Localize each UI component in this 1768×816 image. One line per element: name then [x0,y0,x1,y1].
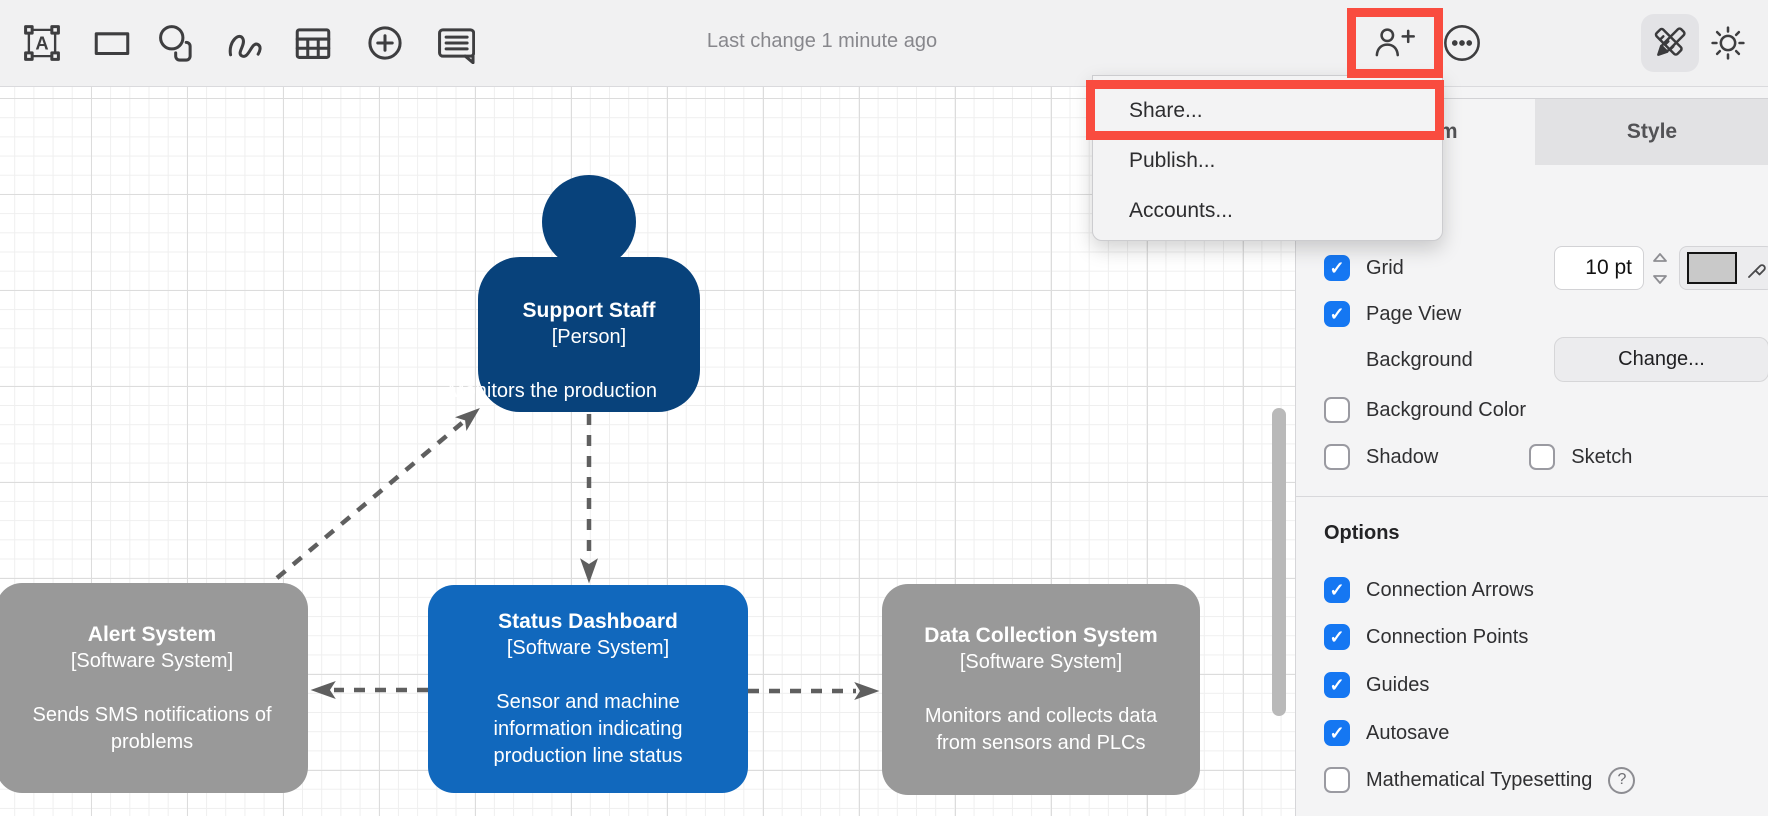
grid-row: Grid 10 pt [1324,246,1768,290]
node-type: [Person] [551,326,627,348]
guides-label: Guides [1366,673,1430,696]
connection-points-checkbox[interactable] [1324,624,1350,650]
format-panel: Diagram Style Grid 10 pt [1295,86,1768,816]
person-add-icon [1375,28,1415,57]
background-label: Background [1366,348,1473,371]
shadow-label: Shadow [1366,445,1439,468]
node-title: Support Staff [522,299,656,322]
table-tool-button[interactable] [289,19,337,67]
grid-size-stepper[interactable] [1646,246,1674,290]
text-tool-button[interactable]: A [18,19,66,67]
last-change-status: Last change 1 minute ago [706,30,938,52]
shapes-tool-icon [159,25,192,62]
guides-checkbox[interactable] [1324,672,1350,698]
freehand-tool-icon [228,34,262,58]
tab-style[interactable]: Style [1535,99,1768,165]
options-heading: Options [1324,522,1400,544]
connection-arrows-checkbox[interactable] [1324,577,1350,603]
node-title: Status Dashboard [498,610,678,633]
node-type: [Software System] [959,651,1123,673]
shapes-tool-button[interactable] [153,19,201,67]
grid-color-button[interactable] [1679,246,1768,290]
node-description: Monitors the production [448,380,658,402]
menu-item-accounts[interactable]: Accounts... [1129,199,1233,222]
mathematical-typesetting-checkbox[interactable] [1324,767,1350,793]
panel-tab-divider [1296,98,1768,99]
svg-text:A: A [35,33,48,54]
ellipsis-circle-icon [1444,25,1480,61]
freehand-tool-button[interactable] [221,19,269,67]
autosave-row: Autosave [1324,719,1449,747]
share-collaborate-button[interactable] [1371,19,1419,67]
node-title: Alert System [87,622,217,646]
help-icon[interactable]: ? [1608,766,1636,794]
connection-arrows-label: Connection Arrows [1366,578,1534,601]
sketch-label: Sketch [1571,445,1633,468]
stepper-down-icon [1653,274,1667,284]
mathematical-typesetting-label: Mathematical Typesetting [1366,768,1593,791]
connection-points-row: Connection Points [1324,623,1528,651]
sun-icon [1711,26,1745,60]
background-color-checkbox[interactable] [1324,397,1350,423]
grid-label: Grid [1366,256,1404,279]
top-toolbar: A [0,0,1768,87]
comment-icon [438,28,475,64]
connection-points-label: Connection Points [1366,625,1529,648]
grid-checkbox[interactable] [1324,255,1350,281]
menu-item-publish[interactable]: Publish... [1129,149,1216,172]
node-description: Sensor and machine information indicatin… [493,691,683,767]
grid-color-swatch [1687,252,1737,284]
mathematical-typesetting-row: Mathematical Typesetting ? [1324,766,1636,794]
node-title: Data Collection System [924,624,1158,647]
guides-row: Guides [1324,671,1429,699]
table-tool-icon [295,28,331,59]
sketch-checkbox[interactable] [1529,444,1556,470]
text-tool-icon: A [24,25,60,61]
theme-brightness-button[interactable] [1704,19,1752,67]
connection-arrows-row: Connection Arrows [1324,576,1534,604]
rectangle-tool-icon [94,32,130,56]
insert-tool-button[interactable] [361,19,409,67]
background-color-row: Background Color [1324,396,1526,424]
node-support-staff[interactable]: Support Staff [Person] Monitors the prod… [448,257,700,412]
more-options-button[interactable] [1438,19,1486,67]
background-row: Background Change... [1324,337,1768,382]
page-view-label: Page View [1366,302,1462,325]
share-dropdown-menu: Share... Publish... Accounts... [1092,75,1443,241]
ruler-pencil-icon [1654,27,1686,56]
panel-section-divider [1296,496,1768,497]
eyedropper-icon [1748,264,1766,278]
menu-item-share[interactable]: Share... [1129,99,1203,122]
node-type: [Software System] [506,637,670,659]
page-view-checkbox[interactable] [1324,301,1350,327]
shadow-sketch-row: Shadow Sketch [1324,443,1744,471]
autosave-checkbox[interactable] [1324,720,1350,746]
background-change-button[interactable]: Change... [1554,337,1768,382]
canvas-vertical-scrollbar[interactable] [1272,408,1286,716]
node-status-dashboard[interactable]: Status Dashboard [Software System] Senso… [428,585,748,793]
node-type: [Software System] [70,649,234,672]
page-view-row: Page View [1324,300,1461,328]
stepper-up-icon [1653,252,1667,262]
node-data-collection[interactable]: Data Collection System [Software System]… [882,584,1200,795]
sketch-tools-button[interactable] [1641,14,1699,72]
node-alert-system[interactable]: Alert System [Software System] Sends SMS… [0,583,308,793]
autosave-label: Autosave [1366,721,1450,744]
comment-tool-button[interactable] [430,19,478,67]
node-description: Sends SMS notifications of problems [32,703,272,753]
grid-size-input[interactable]: 10 pt [1554,246,1644,290]
rectangle-tool-button[interactable] [88,19,136,67]
background-color-label: Background Color [1366,398,1527,421]
node-description: Monitors and collects data from sensors … [924,705,1158,754]
plus-circle-icon [368,26,402,60]
shadow-checkbox[interactable] [1324,444,1350,470]
